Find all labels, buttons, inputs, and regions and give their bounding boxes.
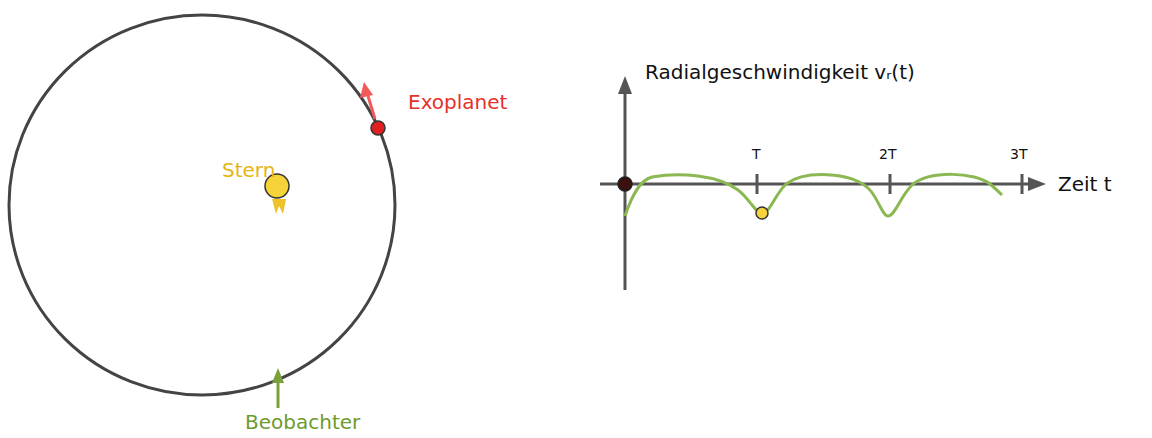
observer-arrow [277, 380, 280, 408]
observer-label: Beobachter [245, 410, 360, 434]
axis-label: Zeit t [1058, 172, 1112, 196]
observer-arrowhead [272, 368, 284, 383]
x-axis [600, 183, 1032, 186]
tick-label: T [752, 146, 761, 163]
radial-velocity-curve [625, 174, 1002, 216]
axis-label: Radialgeschwindigkeit vᵣ(t) [645, 60, 915, 84]
orbit-ellipse [9, 15, 395, 395]
planet-label: Exoplanet [408, 90, 507, 114]
y-axis-arrowhead [618, 76, 632, 94]
x-axis-arrowhead [1028, 177, 1046, 191]
planet-symbol [371, 121, 385, 135]
tick [756, 174, 759, 194]
tick [1021, 174, 1024, 194]
star-motion-arrow [272, 199, 286, 214]
origin-dot [618, 177, 632, 191]
planet-velocity-arrow [368, 96, 375, 119]
tick [889, 174, 892, 194]
tick-label: 2T [879, 146, 896, 163]
planet-velocity-arrowhead [360, 82, 373, 98]
tick-label: 3T [1010, 146, 1027, 163]
star-label: Stern [222, 158, 275, 182]
current-point-dot [756, 207, 768, 219]
